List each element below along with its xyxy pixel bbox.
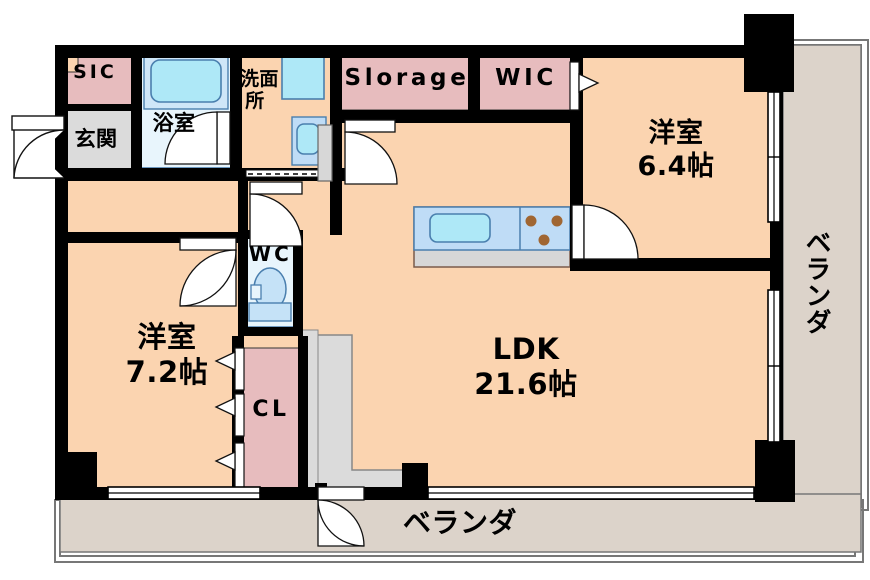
doors: [11, 61, 639, 547]
window-ldk-bottom: [427, 486, 755, 500]
window-ldk-right: [767, 289, 781, 443]
door-cl: [214, 347, 245, 494]
panel-narrow-closet: [317, 124, 333, 182]
bathtub-fixture: [150, 59, 222, 103]
storage-areas: [62, 47, 574, 496]
washing-machine-fixture: [281, 56, 325, 100]
genkan-floor: [62, 109, 134, 176]
door-wic: [569, 61, 600, 111]
pillar-bottom-left: [55, 452, 97, 500]
door-bedroom-left: [179, 237, 237, 307]
door-hallway-ldk: [249, 181, 303, 247]
kitchen-counter: [413, 206, 571, 268]
door-balcony-ldk: [317, 486, 365, 547]
door-bathroom: [164, 111, 231, 165]
door-ldk-corridor-top: [344, 119, 398, 185]
toilet-tank-fixture: [248, 302, 292, 322]
wc-unit: [244, 236, 296, 328]
vanity-sink-fixture: [296, 123, 320, 155]
balcony-bottom-floor: [59, 493, 862, 553]
pillar-top-right: [744, 14, 794, 92]
window-bedroom-right: [767, 91, 781, 223]
window-bedroom-left-bottom: [107, 486, 261, 500]
pillar-bottom-right: [755, 440, 795, 502]
windows: [107, 91, 781, 500]
stove-burners-fixture: [525, 215, 563, 246]
door-bedroom-right: [571, 204, 639, 260]
balcony-right-floor: [782, 44, 862, 508]
storage-area: [337, 47, 471, 111]
cl-area: [242, 347, 302, 496]
door-washroom-slide: [245, 169, 329, 178]
kitchen-sink-fixture: [429, 213, 491, 243]
door-entrance: [11, 115, 65, 179]
